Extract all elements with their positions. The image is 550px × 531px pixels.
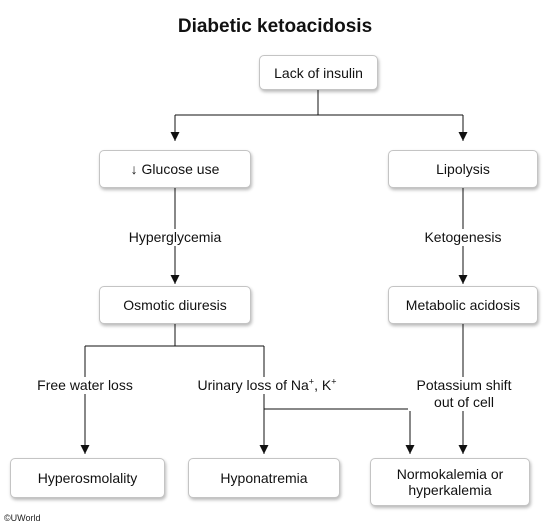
edge-label-urinary-loss: Urinary loss of Na+, K+ — [184, 377, 350, 394]
node-lack-of-insulin: Lack of insulin — [259, 55, 378, 90]
node-label: Osmotic diuresis — [123, 297, 227, 313]
edge-label-line-1: Potassium shift — [416, 377, 512, 393]
edge-label-free-water-loss: Free water loss — [30, 377, 140, 394]
node-label-line-1: Normokalemia or — [396, 466, 504, 482]
node-metabolic-acidosis: Metabolic acidosis — [388, 286, 538, 324]
urinary-loss-text: Urinary loss of Na — [197, 377, 309, 393]
node-label-line-2: hyperkalemia — [408, 482, 492, 498]
edge-label-potassium-shift: Potassium shift out of cell — [408, 377, 520, 411]
node-hyponatremia: Hyponatremia — [188, 458, 340, 498]
edge-label-hyperglycemia: Hyperglycemia — [115, 229, 235, 246]
node-label: Lack of insulin — [274, 64, 363, 81]
node-glucose-use: ↓ Glucose use — [99, 150, 251, 188]
sodium-charge: + — [308, 376, 315, 387]
potassium-charge: + — [331, 376, 337, 387]
copyright-credit: ©UWorld — [4, 513, 41, 523]
node-osmotic-diuresis: Osmotic diuresis — [99, 286, 251, 324]
edge-label-ketogenesis: Ketogenesis — [413, 229, 513, 246]
node-label: Hyperosmolality — [37, 470, 138, 486]
node-label: ↓ Glucose use — [130, 161, 220, 177]
node-normokalemia-or-hyperkalemia: Normokalemia or hyperkalemia — [370, 458, 530, 506]
connector-insulin-split — [175, 90, 463, 116]
diagram-title: Diabetic ketoacidosis — [177, 16, 373, 37]
node-label: Metabolic acidosis — [405, 297, 521, 313]
connector-diuresis-split — [85, 324, 264, 347]
node-hyperosmolality: Hyperosmolality — [10, 458, 165, 498]
node-label: Lipolysis — [436, 161, 490, 177]
edge-label-line-2: out of cell — [434, 394, 494, 410]
node-lipolysis: Lipolysis — [388, 150, 538, 188]
urinary-loss-sep: , K — [314, 377, 332, 393]
node-label: Hyponatremia — [220, 470, 308, 486]
